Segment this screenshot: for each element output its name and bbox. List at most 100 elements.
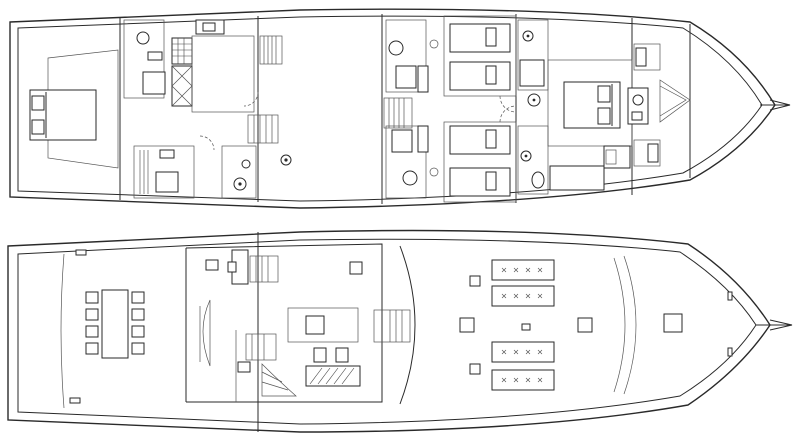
guest-door-swing-1 — [499, 95, 517, 113]
deck-hatch-1 — [469, 275, 481, 287]
deck-hatch-2 — [459, 317, 475, 333]
helm-bench — [305, 365, 361, 387]
main-deck-hull-inner — [17, 238, 757, 425]
fwd-head-stb — [517, 19, 549, 91]
vip-bed — [563, 81, 621, 129]
guest-head-1-toilet — [388, 40, 404, 56]
sunbed-cushion-mark — [525, 349, 531, 355]
guest-head-2-toilet — [402, 170, 418, 186]
main-deck-plan — [7, 229, 793, 433]
chain-locker — [659, 79, 691, 123]
sunbed-pad — [491, 285, 555, 307]
deck-hatch-3 — [469, 363, 481, 375]
vip-sofa — [549, 165, 605, 191]
guest-cabin-twin-stb — [443, 15, 517, 97]
sunbed-cushion-mark — [525, 267, 531, 273]
dining-chairs — [85, 291, 145, 355]
aft-storage-x-box — [171, 65, 193, 107]
aft-bed-pillow-2 — [31, 119, 45, 135]
sunbed-pad — [491, 341, 555, 363]
bow-cleat-2 — [727, 347, 733, 357]
guest-head-1-shower — [395, 65, 417, 89]
aft-port-hatch — [139, 150, 149, 194]
deckhouse-chair-2 — [237, 361, 251, 373]
guest-bed-4 — [449, 167, 511, 197]
sunbed-cushion-mark — [501, 349, 507, 355]
vip-desk — [603, 145, 631, 169]
sunbed-cushion-mark — [513, 293, 519, 299]
sunbed-pad — [491, 369, 555, 391]
deckhouse-steps-lower — [245, 333, 277, 361]
fwd-head-port-toilet — [531, 171, 545, 189]
deck-vent — [521, 323, 531, 331]
spiral-stair — [261, 363, 297, 397]
aft-head-port — [133, 145, 195, 199]
guest-bed-2 — [449, 61, 511, 91]
helm-seat-2 — [335, 347, 349, 363]
aft-sink-basin — [202, 22, 216, 32]
helm-console — [287, 307, 359, 343]
sunbed-cushion-mark — [537, 377, 543, 383]
sunbed-cushion-mark — [525, 377, 531, 383]
aft-port-toilet-2 — [241, 159, 251, 169]
aft-port-wc — [221, 145, 257, 199]
sunbed-pad — [491, 259, 555, 281]
guest-head-1 — [385, 19, 427, 93]
deckhouse-outline — [185, 243, 383, 403]
guest-cabin-twin-port — [443, 121, 517, 203]
aft-room-core — [191, 35, 255, 113]
aft-head-stb — [123, 19, 165, 99]
sunbed-cushion-mark — [501, 267, 507, 273]
lower-deck-plan — [9, 8, 791, 209]
sunbed-cushion-mark — [513, 377, 519, 383]
sunbed-cushion-mark — [537, 293, 543, 299]
deck-hatch-4 — [577, 317, 593, 333]
aft-head-toilet-1 — [136, 31, 150, 45]
guest-head-hatch-1 — [417, 65, 429, 93]
aft-fender-1 — [75, 249, 87, 256]
sunbed-cushion-mark — [537, 349, 543, 355]
foredeck-fwd-curve — [623, 255, 637, 395]
sunbed-cushion-mark — [513, 267, 519, 273]
helm-bench-hatch — [309, 367, 355, 385]
sunbed-cushion-mark — [513, 349, 519, 355]
guest-bed-3 — [449, 125, 511, 155]
aft-port-sink — [159, 149, 175, 159]
main-deck-bow-tip — [756, 319, 793, 331]
galley-sink — [227, 261, 237, 273]
deckhouse-chair-1 — [205, 259, 219, 271]
guest-head-2 — [385, 125, 427, 199]
helm-seat-1 — [313, 347, 327, 363]
aft-deck-curve — [60, 253, 65, 409]
aft-head-sink-1 — [147, 51, 163, 61]
deckhouse-steps-upper — [249, 255, 279, 283]
engine-room-steps-lower — [247, 114, 279, 144]
foredeck-aft-curve — [399, 245, 416, 405]
fwd-deck-steps — [373, 309, 411, 343]
crew-cabin-fwd-2 — [633, 139, 661, 167]
aft-head-shower-1 — [142, 71, 166, 95]
crew-cabin-fwd — [633, 43, 661, 71]
guest-head-hatch-2 — [417, 125, 429, 153]
fwd-head-stb-shower — [519, 59, 545, 87]
cabin-corridor-steps — [383, 97, 413, 129]
aft-fender-2 — [69, 397, 81, 404]
aft-door-swing-1 — [199, 135, 215, 151]
lower-deck-bow-tip — [760, 99, 791, 111]
sunbed-cushion-mark — [525, 293, 531, 299]
helm-display — [305, 315, 325, 335]
sunbeds — [491, 259, 555, 391]
aft-stair-grid — [171, 37, 193, 65]
guest-head-2-shower — [391, 129, 413, 153]
sunbed-cushion-mark — [501, 293, 507, 299]
aft-door-swing-2 — [243, 91, 259, 107]
sunbed-cushion-mark — [501, 377, 507, 383]
guest-door-swing-2 — [499, 105, 517, 123]
aft-port-shower — [155, 171, 179, 193]
fwd-head-port — [517, 125, 549, 195]
aft-stair-grid-lines — [172, 38, 192, 64]
dining-table — [101, 289, 129, 359]
aft-bed-pillow-1 — [31, 95, 45, 111]
deck-hatch-5 — [663, 313, 683, 333]
